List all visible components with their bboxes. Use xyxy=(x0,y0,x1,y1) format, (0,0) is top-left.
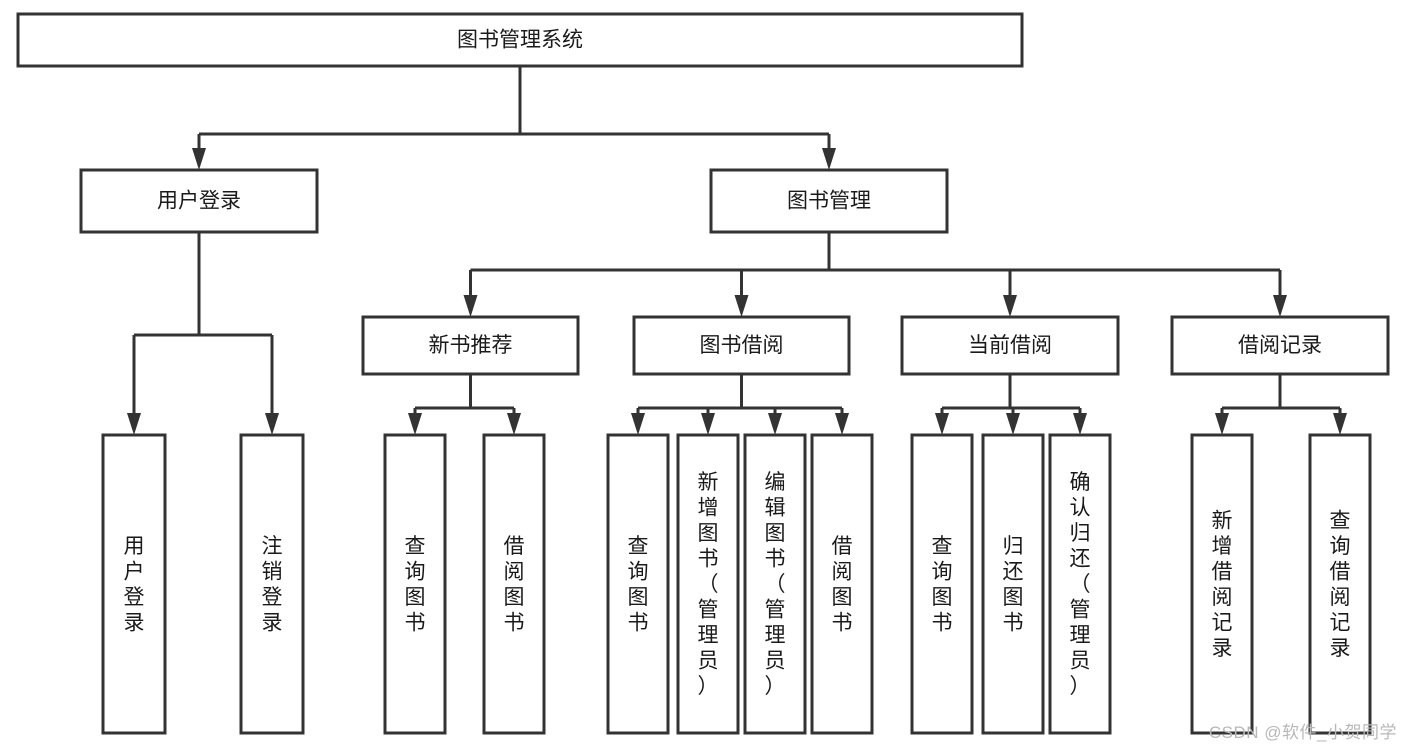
node-label: 借阅图书 xyxy=(504,535,525,635)
node-label: 注销登录 xyxy=(262,535,283,635)
node-box xyxy=(383,433,447,735)
node-label: 当前借阅 xyxy=(968,334,1052,357)
node-box xyxy=(900,315,1120,376)
node-label: 编辑图书（管理员） xyxy=(765,471,786,698)
arrow-head-icon xyxy=(463,295,478,317)
leaf-node-9[interactable]: 归还图书 xyxy=(981,433,1045,735)
node-box xyxy=(676,433,740,735)
node-box xyxy=(981,433,1045,735)
node-box xyxy=(239,433,305,735)
connector-layer xyxy=(127,66,1347,435)
arrow-head-icon xyxy=(1273,295,1287,317)
leaf-node-11[interactable]: 新增借阅记录 xyxy=(1190,433,1254,735)
node-label: 查询图书 xyxy=(932,535,953,635)
node-label: 借阅图书 xyxy=(832,535,853,635)
arrow-head-icon xyxy=(1003,295,1017,317)
node-box xyxy=(606,433,670,735)
node-label: 查询图书 xyxy=(628,535,649,635)
node-label: 图书管理 xyxy=(787,190,871,213)
arrow-head-icon xyxy=(768,413,782,435)
node-box xyxy=(1048,433,1112,735)
node-box xyxy=(482,433,546,735)
leaf-node-10[interactable]: 确认归还（管理员） xyxy=(1048,433,1112,735)
leaf-node-2[interactable]: 查询图书 xyxy=(383,433,447,735)
node-box xyxy=(810,433,874,735)
node-box xyxy=(743,433,807,735)
node-box xyxy=(1170,315,1390,376)
arrow-head-icon xyxy=(1333,413,1347,435)
node-box xyxy=(361,315,580,376)
level3-node-0[interactable]: 新书推荐 xyxy=(361,315,580,376)
node-box xyxy=(910,433,974,735)
level2-node-1[interactable]: 图书管理 xyxy=(709,168,949,234)
node-layer: 图书管理系统用户登录图书管理新书推荐图书借阅当前借阅借阅记录用户登录注销登录查询… xyxy=(16,12,1390,735)
level3-node-2[interactable]: 当前借阅 xyxy=(900,315,1120,376)
node-label: 图书借阅 xyxy=(700,334,784,357)
level3-node-1[interactable]: 图书借阅 xyxy=(632,315,851,376)
leaf-node-7[interactable]: 借阅图书 xyxy=(810,433,874,735)
leaf-node-8[interactable]: 查询图书 xyxy=(910,433,974,735)
leaf-node-1[interactable]: 注销登录 xyxy=(239,433,305,735)
node-label: 图书管理系统 xyxy=(457,29,583,52)
node-box xyxy=(16,12,1024,68)
arrow-head-icon xyxy=(822,148,836,170)
leaf-node-6[interactable]: 编辑图书（管理员） xyxy=(743,433,807,735)
leaf-node-4[interactable]: 查询图书 xyxy=(606,433,670,735)
arrow-head-icon xyxy=(701,413,715,435)
level2-node-0[interactable]: 用户登录 xyxy=(79,168,319,234)
node-box xyxy=(632,315,851,376)
node-label: 新书推荐 xyxy=(429,334,513,357)
arrow-head-icon xyxy=(1073,413,1087,435)
node-box xyxy=(709,168,949,234)
leaf-node-3[interactable]: 借阅图书 xyxy=(482,433,546,735)
arrow-head-icon xyxy=(835,413,849,435)
arrow-head-icon xyxy=(192,148,206,170)
leaf-node-12[interactable]: 查询借阅记录 xyxy=(1308,433,1372,735)
root-node[interactable]: 图书管理系统 xyxy=(16,12,1024,68)
node-label: 借阅记录 xyxy=(1238,334,1322,357)
node-label: 用户登录 xyxy=(157,190,241,213)
arrow-head-icon xyxy=(734,295,749,317)
node-box xyxy=(1190,433,1254,735)
arrow-head-icon xyxy=(127,413,141,435)
arrow-head-icon xyxy=(1215,413,1229,435)
arrow-head-icon xyxy=(631,413,645,435)
node-box xyxy=(79,168,319,234)
node-label: 查询借阅记录 xyxy=(1330,509,1351,660)
arrow-head-icon xyxy=(935,413,949,435)
leaf-node-0[interactable]: 用户登录 xyxy=(101,433,167,735)
arrow-head-icon xyxy=(1006,413,1020,435)
arrow-head-icon xyxy=(408,413,422,435)
node-label: 查询图书 xyxy=(405,535,426,635)
arrow-head-icon xyxy=(507,413,521,435)
leaf-node-5[interactable]: 新增图书（管理员） xyxy=(676,433,740,735)
node-label: 用户登录 xyxy=(124,535,145,635)
node-label: 确认归还（管理员） xyxy=(1070,471,1091,698)
node-label: 归还图书 xyxy=(1003,535,1024,635)
level3-node-3[interactable]: 借阅记录 xyxy=(1170,315,1390,376)
arrow-head-icon xyxy=(265,413,279,435)
node-box xyxy=(101,433,167,735)
node-label: 新增图书（管理员） xyxy=(698,471,719,698)
node-label: 新增借阅记录 xyxy=(1212,509,1233,660)
node-box xyxy=(1308,433,1372,735)
